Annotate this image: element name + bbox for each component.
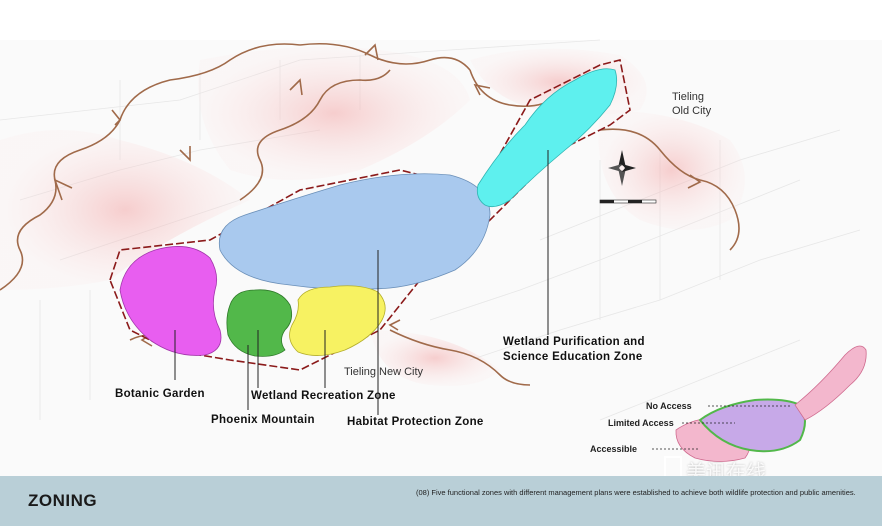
legend-zone-limited <box>698 398 806 453</box>
buffer-zone-left <box>0 130 250 290</box>
legend-leaders <box>652 405 790 450</box>
label-phoenix-mountain: Phoenix Mountain <box>211 414 315 426</box>
legend-zone-no-access <box>794 345 867 421</box>
site-boundary <box>109 59 631 371</box>
label-wetland-recreation-zone: Wetland Recreation Zone <box>251 390 396 402</box>
zone-wetland-purification <box>476 68 618 208</box>
north-arrow-icon <box>608 150 636 186</box>
zone-botanic-garden <box>119 246 222 356</box>
label-tieling-old-city: Tieling Old City <box>672 91 712 117</box>
watermark-logo-icon <box>664 456 682 478</box>
zone-phoenix-mountain <box>226 289 293 357</box>
label-habitat-protection-zone: Habitat Protection Zone <box>347 416 484 428</box>
footer-title: ZONING <box>28 491 98 510</box>
access-legend-map <box>675 345 867 462</box>
figure-footer: ZONING (08) Five functional zones with d… <box>0 476 882 526</box>
label-tieling-new-city: Tieling New City <box>344 366 424 378</box>
zone-habitat-protection <box>218 173 491 290</box>
zone-wetland-recreation <box>289 285 386 356</box>
legend-label-accessible: Accessible <box>590 444 638 454</box>
footer-caption: (08) Five functional zones with differen… <box>416 488 856 497</box>
leader-lines <box>174 150 549 415</box>
legend-label-limited-access: Limited Access <box>608 418 674 428</box>
buffer-zone-bottom <box>370 330 500 386</box>
buffer-zone-top <box>198 46 470 181</box>
label-wetland-purification-zone: Wetland Purification and Science Educati… <box>503 336 645 363</box>
label-botanic-garden: Botanic Garden <box>115 388 205 400</box>
legend-label-no-access: No Access <box>646 401 692 411</box>
buffer-zones <box>0 46 745 386</box>
scale-bar-icon <box>599 199 657 204</box>
